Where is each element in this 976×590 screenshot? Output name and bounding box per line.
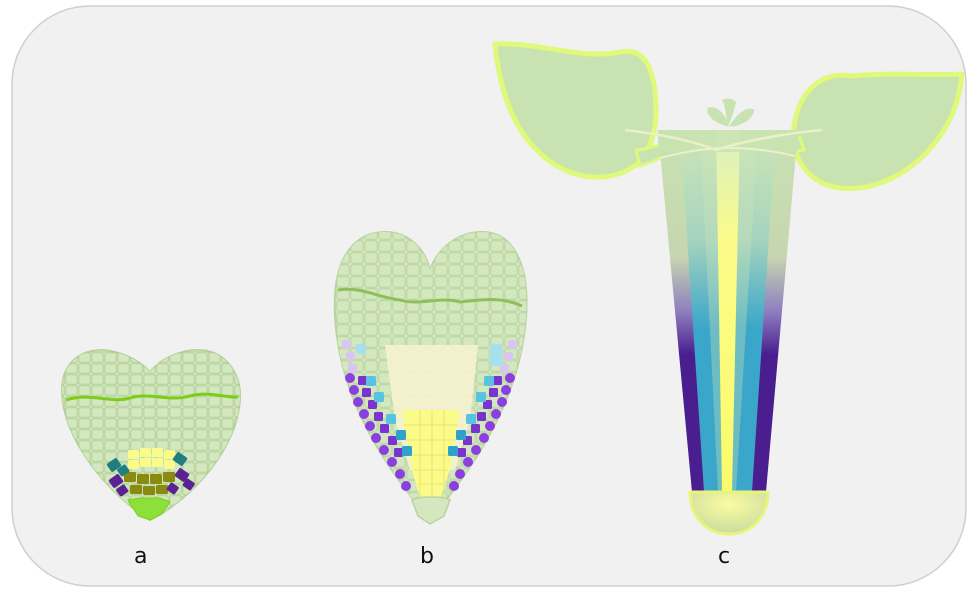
panel-label-c: c: [718, 544, 730, 569]
panel-label-a: a: [134, 544, 147, 569]
panel-label-b: b: [420, 544, 434, 569]
